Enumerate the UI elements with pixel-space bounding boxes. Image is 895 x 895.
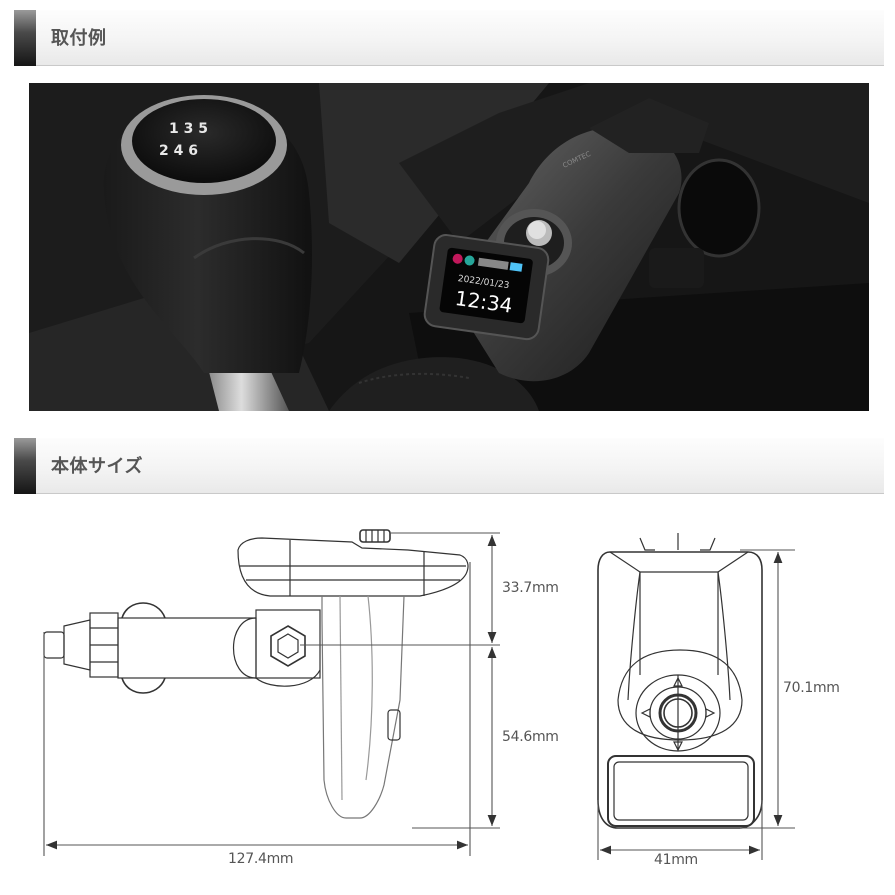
section-header-installation-example: 取付例 bbox=[14, 10, 884, 66]
section-header-body-size: 本体サイズ bbox=[14, 438, 884, 494]
section-title: 取付例 bbox=[51, 28, 107, 49]
header-accent-bar bbox=[14, 10, 36, 66]
dimension-diagram: 33.7mm 54.6mm 127.4mm 70.1mm 41mm bbox=[0, 500, 895, 895]
dimension-label-bottom-height: 54.6mm bbox=[502, 729, 559, 745]
dimension-label-total-length: 127.4mm bbox=[228, 851, 294, 867]
dimension-label-front-width: 41mm bbox=[654, 852, 698, 868]
header-accent-bar bbox=[14, 438, 36, 494]
svg-text:2 4 6: 2 4 6 bbox=[159, 143, 198, 159]
dimension-label-front-height: 70.1mm bbox=[783, 680, 840, 696]
svg-text:1 3 5: 1 3 5 bbox=[169, 121, 208, 137]
section-title: 本体サイズ bbox=[51, 456, 143, 477]
dimension-label-top-height: 33.7mm bbox=[502, 580, 559, 596]
technical-drawing bbox=[43, 529, 795, 860]
installation-photo: 1 3 5 2 4 6 COMTEC 2022/01/23 12:34 bbox=[29, 83, 869, 411]
